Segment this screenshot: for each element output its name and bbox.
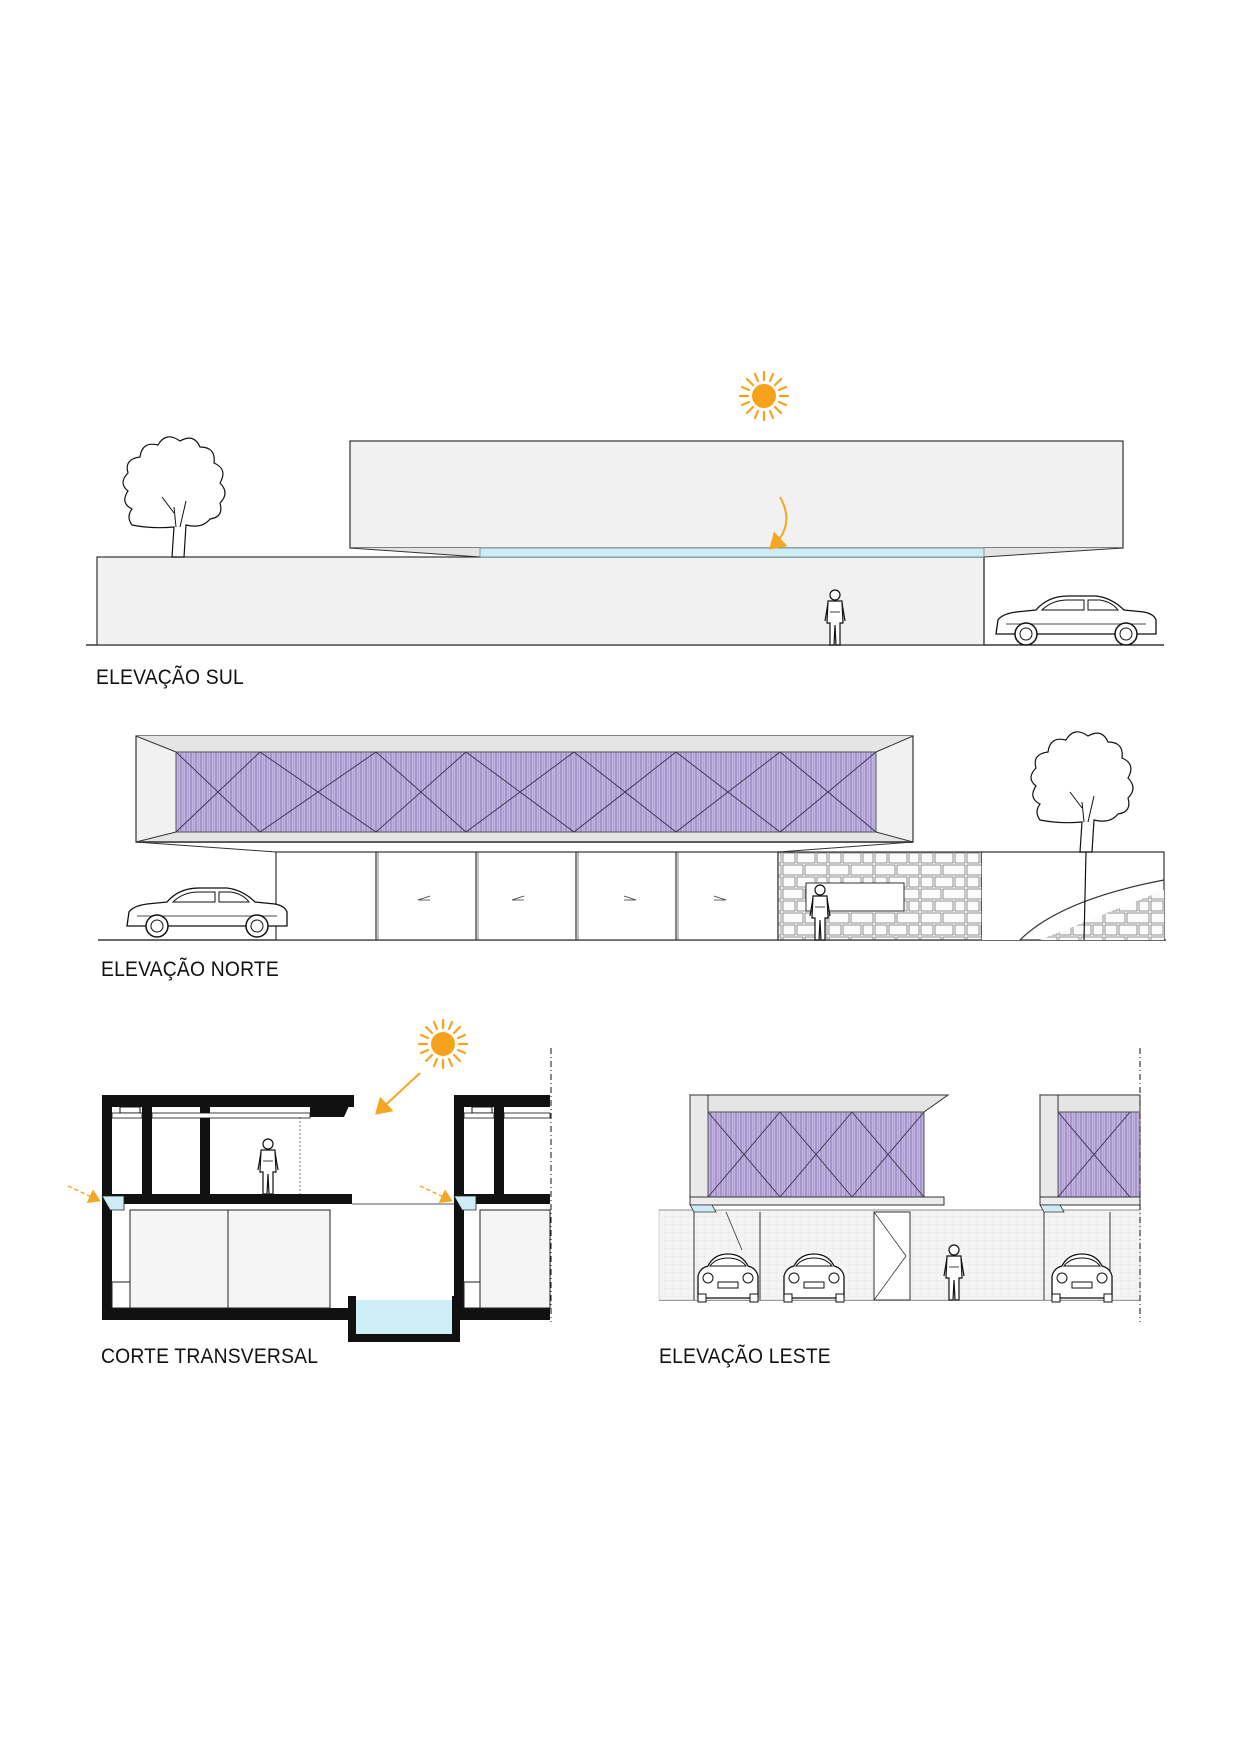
tree-icon [122, 436, 226, 558]
glass-band [479, 547, 985, 558]
elevacao-norte-drawing [98, 731, 1166, 941]
elevacao-sul-drawing [86, 370, 1164, 646]
caption-elevacao-norte: ELEVAÇÃO NORTE [101, 958, 279, 981]
elevacao-leste-drawing [658, 1048, 1141, 1322]
caption-elevacao-leste: ELEVAÇÃO LESTE [659, 1345, 831, 1368]
caption-elevacao-sul: ELEVAÇÃO SUL [96, 666, 244, 689]
sun-icon [738, 370, 790, 422]
car-icon [126, 887, 288, 938]
louver-screen [175, 751, 877, 833]
ground-floor-glazing [275, 851, 779, 941]
caption-corte-transversal: CORTE TRANSVERSAL [101, 1345, 319, 1368]
tree-icon [1030, 731, 1134, 853]
corte-transversal-drawing [67, 1018, 552, 1342]
sun-icon [417, 1018, 469, 1070]
lower-volume [96, 556, 985, 646]
upper-volume [349, 440, 1124, 549]
pool [348, 1296, 460, 1342]
car-icon [995, 595, 1157, 646]
person-icon [257, 1138, 279, 1195]
sun-ray-arrow-icon [375, 1072, 421, 1115]
sun-path-arrow-icon [769, 496, 788, 550]
